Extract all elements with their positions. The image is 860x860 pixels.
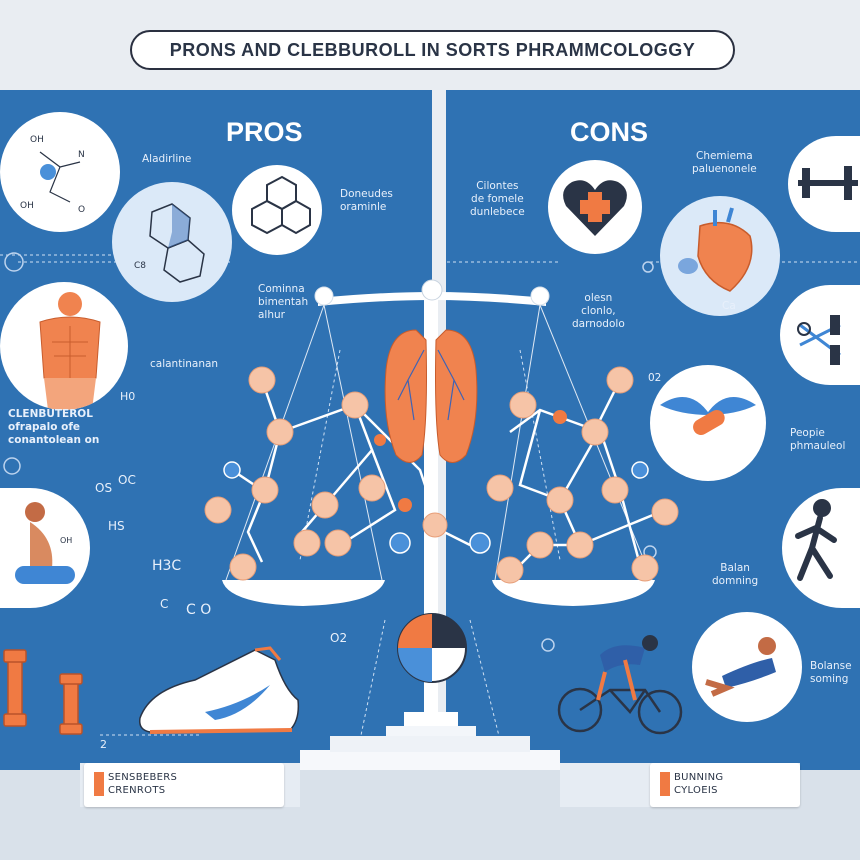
winged-pill-circle bbox=[650, 365, 766, 481]
molecule-circle-2: C8 bbox=[112, 182, 232, 302]
athlete-torso-circle bbox=[0, 282, 128, 410]
heart-organ-circle bbox=[660, 196, 780, 316]
pros-heading: PROS bbox=[226, 117, 303, 147]
label-calantinanan: calantinanan bbox=[150, 358, 219, 370]
page-title: PRONS AND CLEBBUROLL IN SORTS PHRAMMCOLO… bbox=[169, 39, 696, 60]
label-cilontes: Cilontes de fomele dunlebece bbox=[470, 180, 525, 218]
svg-text:OH: OH bbox=[20, 201, 34, 211]
title-banner: PRONS AND CLEBBUROLL IN SORTS PHRAMMCOLO… bbox=[130, 30, 735, 70]
svg-text:C8: C8 bbox=[134, 261, 146, 271]
svg-text:OH: OH bbox=[30, 135, 44, 145]
molecule-circle-1: OH N OH O bbox=[0, 112, 120, 232]
barbell-circle bbox=[780, 285, 860, 385]
svg-text:OH: OH bbox=[60, 536, 72, 545]
chem-h3c: H3C bbox=[152, 558, 182, 574]
label-bolanse: Bolanse soming bbox=[810, 660, 852, 685]
orange-marker bbox=[94, 772, 104, 796]
chem-hs: HS bbox=[108, 519, 125, 533]
label-chemiema: Chemiema paluenonele bbox=[692, 150, 757, 175]
chem-2: 2 bbox=[100, 738, 107, 751]
chem-ho: H0 bbox=[120, 390, 136, 403]
chem-oc: OC bbox=[118, 473, 136, 487]
dumbbell-circle bbox=[788, 136, 860, 232]
orange-marker bbox=[660, 772, 670, 796]
cons-heading: CONS bbox=[570, 117, 649, 147]
chem-c: C bbox=[160, 597, 169, 611]
bottom-label-right: BUNNING CYLOEIS bbox=[650, 763, 800, 807]
bottom-label-left: SENSBEBERS CRENROTS bbox=[84, 763, 284, 807]
chem-os: OS bbox=[95, 481, 113, 495]
label-balan: Balan domning bbox=[712, 562, 759, 587]
bottom-label-right-text: BUNNING CYLOEIS bbox=[674, 772, 724, 796]
bottom-label-left-text: SENSBEBERS CRENROTS bbox=[108, 772, 178, 796]
label-olesn: olesn clonlo, darnodolo bbox=[572, 292, 625, 330]
resting-athlete-circle bbox=[692, 612, 802, 722]
label-clenbuterol: CLENBUTEROL ofrapalo ofe conantolean on bbox=[8, 408, 100, 446]
svg-text:O: O bbox=[78, 205, 85, 215]
svg-text:N: N bbox=[78, 150, 85, 160]
hexagon-circle bbox=[232, 165, 322, 255]
label-ca: Ca bbox=[722, 300, 736, 312]
label-cominna: Cominna bimentah alhur bbox=[258, 283, 309, 321]
chem-o2: O2 bbox=[330, 631, 348, 645]
heart-circle bbox=[548, 160, 642, 254]
label-peopie: Peopie phmauleol bbox=[790, 427, 846, 452]
label-aladirline: Aladirline bbox=[142, 153, 192, 165]
label-doneudes: Doneudes oraminle bbox=[340, 188, 393, 213]
chem-co: C O bbox=[186, 602, 212, 618]
label-o2: 02 bbox=[648, 372, 662, 384]
